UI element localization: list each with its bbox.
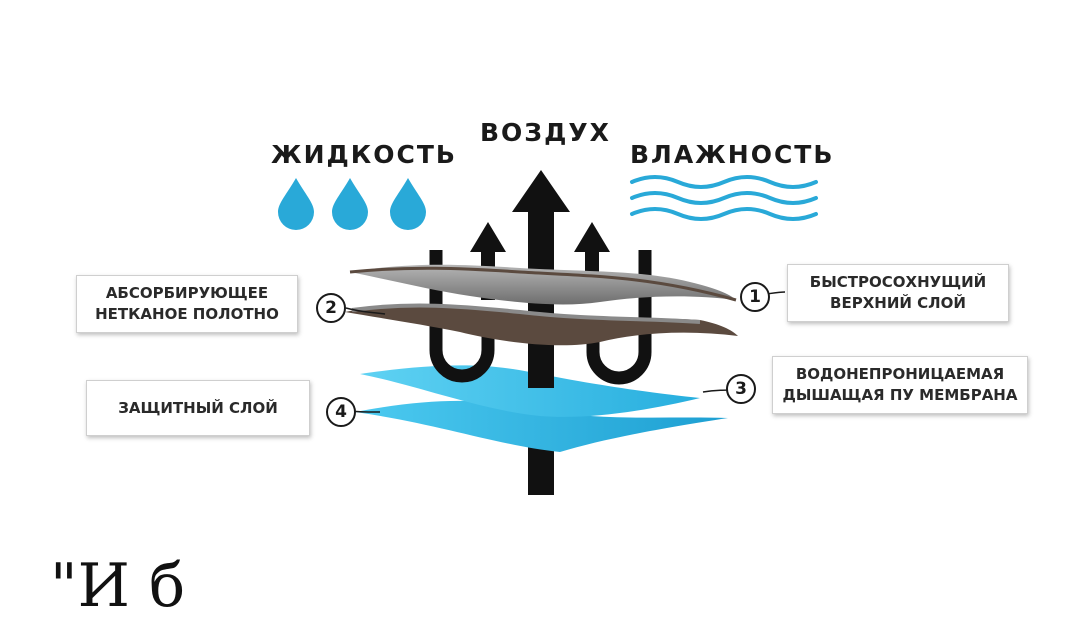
callout-layer1: БЫСТРОСОХНУЩИЙ ВЕРХНИЙ СЛОЙ [787, 264, 1009, 322]
top-layer-shape [350, 264, 736, 305]
nonwoven-layer-shape [345, 304, 738, 346]
water-drops [278, 178, 426, 230]
bottom-partial-text: "И б [50, 551, 186, 621]
membrane-layer-shape [360, 365, 700, 417]
layer-number-1: 1 [740, 282, 770, 312]
layer-number-4: 4 [326, 397, 356, 427]
u-loops [429, 250, 652, 385]
layers-diagram [278, 170, 818, 495]
callout-layer4-line1: ЗАЩИТНЫЙ СЛОЙ [118, 398, 278, 417]
water-drop-icon [390, 178, 426, 230]
air-arrow-left-icon [470, 222, 506, 300]
heading-humidity: ВЛАЖНОСТЬ [630, 140, 835, 169]
water-drop-icon [332, 178, 368, 230]
air-arrow-right-icon [574, 222, 610, 300]
callout-layer4: ЗАЩИТНЫЙ СЛОЙ [86, 380, 310, 436]
protective-layer-shape [355, 400, 728, 452]
humidity-waves-icon [630, 175, 818, 221]
callout-layer2-line1: АБСОРБИРУЮЩЕЕ [105, 284, 269, 302]
heading-air: ВОЗДУХ [480, 118, 611, 147]
callout-layer3-line1: ВОДОНЕПРОНИЦАЕМАЯ [795, 365, 1005, 383]
callout-layer2-line2: НЕТКАНОЕ ПОЛОТНО [95, 305, 279, 323]
water-drop-icon [278, 178, 314, 230]
layer-number-2: 2 [316, 293, 346, 323]
callout-layer3-line2: ДЫШАЩАЯ ПУ МЕМБРАНА [782, 386, 1018, 404]
heading-liquid: ЖИДКОСТЬ [271, 140, 457, 169]
callout-layer1-line1: БЫСТРОСОХНУЩИЙ [809, 273, 987, 291]
callout-layer2: АБСОРБИРУЮЩЕЕ НЕТКАНОЕ ПОЛОТНО [76, 275, 298, 333]
layer-number-3: 3 [726, 374, 756, 404]
callout-layer3: ВОДОНЕПРОНИЦАЕМАЯ ДЫШАЩАЯ ПУ МЕМБРАНА [772, 356, 1028, 414]
callout-layer1-line2: ВЕРХНИЙ СЛОЙ [830, 294, 966, 312]
